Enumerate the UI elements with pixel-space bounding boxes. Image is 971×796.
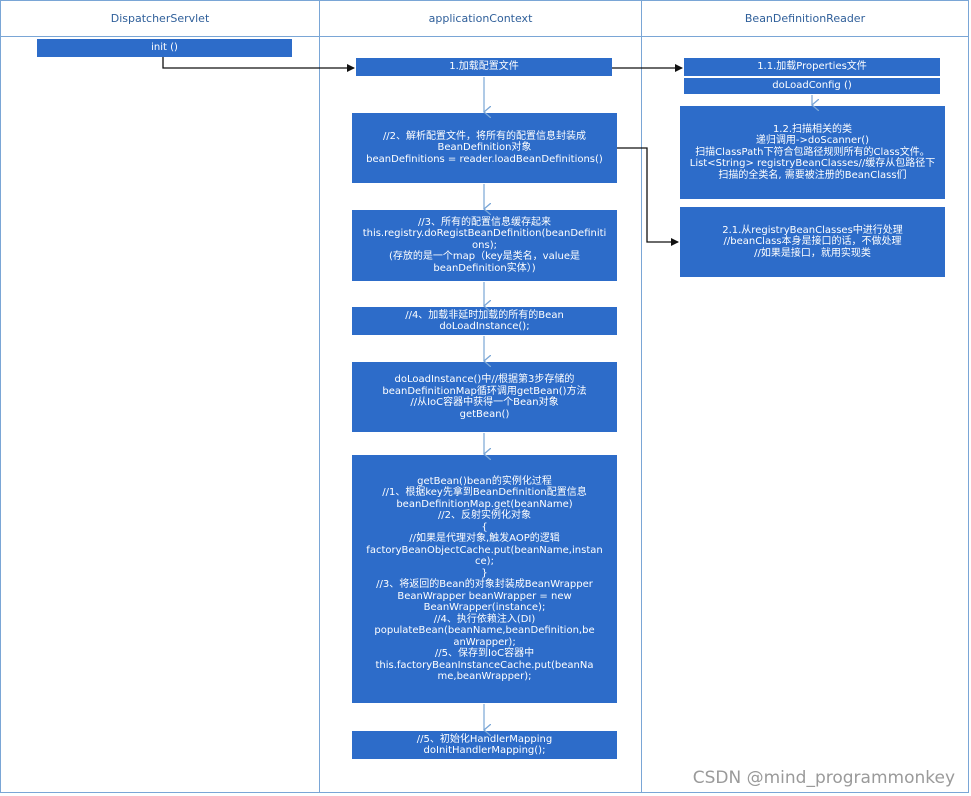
node-do-load-instance: doLoadInstance()中//根据第3步存储的 beanDefiniti…	[352, 362, 617, 432]
node-do-load-config: doLoadConfig ()	[684, 78, 940, 94]
lane-bean-definition-reader: BeanDefinitionReader	[641, 0, 969, 793]
lane-header: applicationContext	[320, 1, 641, 37]
node-load-config: 1.加载配置文件	[356, 58, 612, 76]
node-init-handler-mapping: //5、初始化HandlerMapping doInitHandlerMappi…	[352, 731, 617, 759]
node-get-bean: getBean()bean的实例化过程 //1、根据key先拿到BeanDefi…	[352, 455, 617, 703]
node-parse-config: //2、解析配置文件，将所有的配置信息封装成 BeanDefinition对象 …	[352, 113, 617, 183]
node-scan-classes: 1.2.扫描相关的类 递归调用->doScanner() 扫描ClassPath…	[680, 106, 945, 199]
node-load-properties: 1.1.加载Properties文件	[684, 58, 940, 76]
node-load-non-lazy: //4、加载非延时加载的所有的Bean doLoadInstance();	[352, 307, 617, 335]
lane-dispatcher-servlet: DispatcherServlet	[0, 0, 320, 793]
node-init: init ()	[37, 39, 292, 57]
lane-header: BeanDefinitionReader	[642, 1, 968, 37]
node-cache-config: //3、所有的配置信息缓存起来 this.registry.doRegistBe…	[352, 210, 617, 281]
watermark: CSDN @mind_programmonkey	[692, 768, 955, 788]
node-process-classes: 2.1.从registryBeanClasses中进行处理 //beanClas…	[680, 207, 945, 277]
lane-header: DispatcherServlet	[1, 1, 319, 37]
